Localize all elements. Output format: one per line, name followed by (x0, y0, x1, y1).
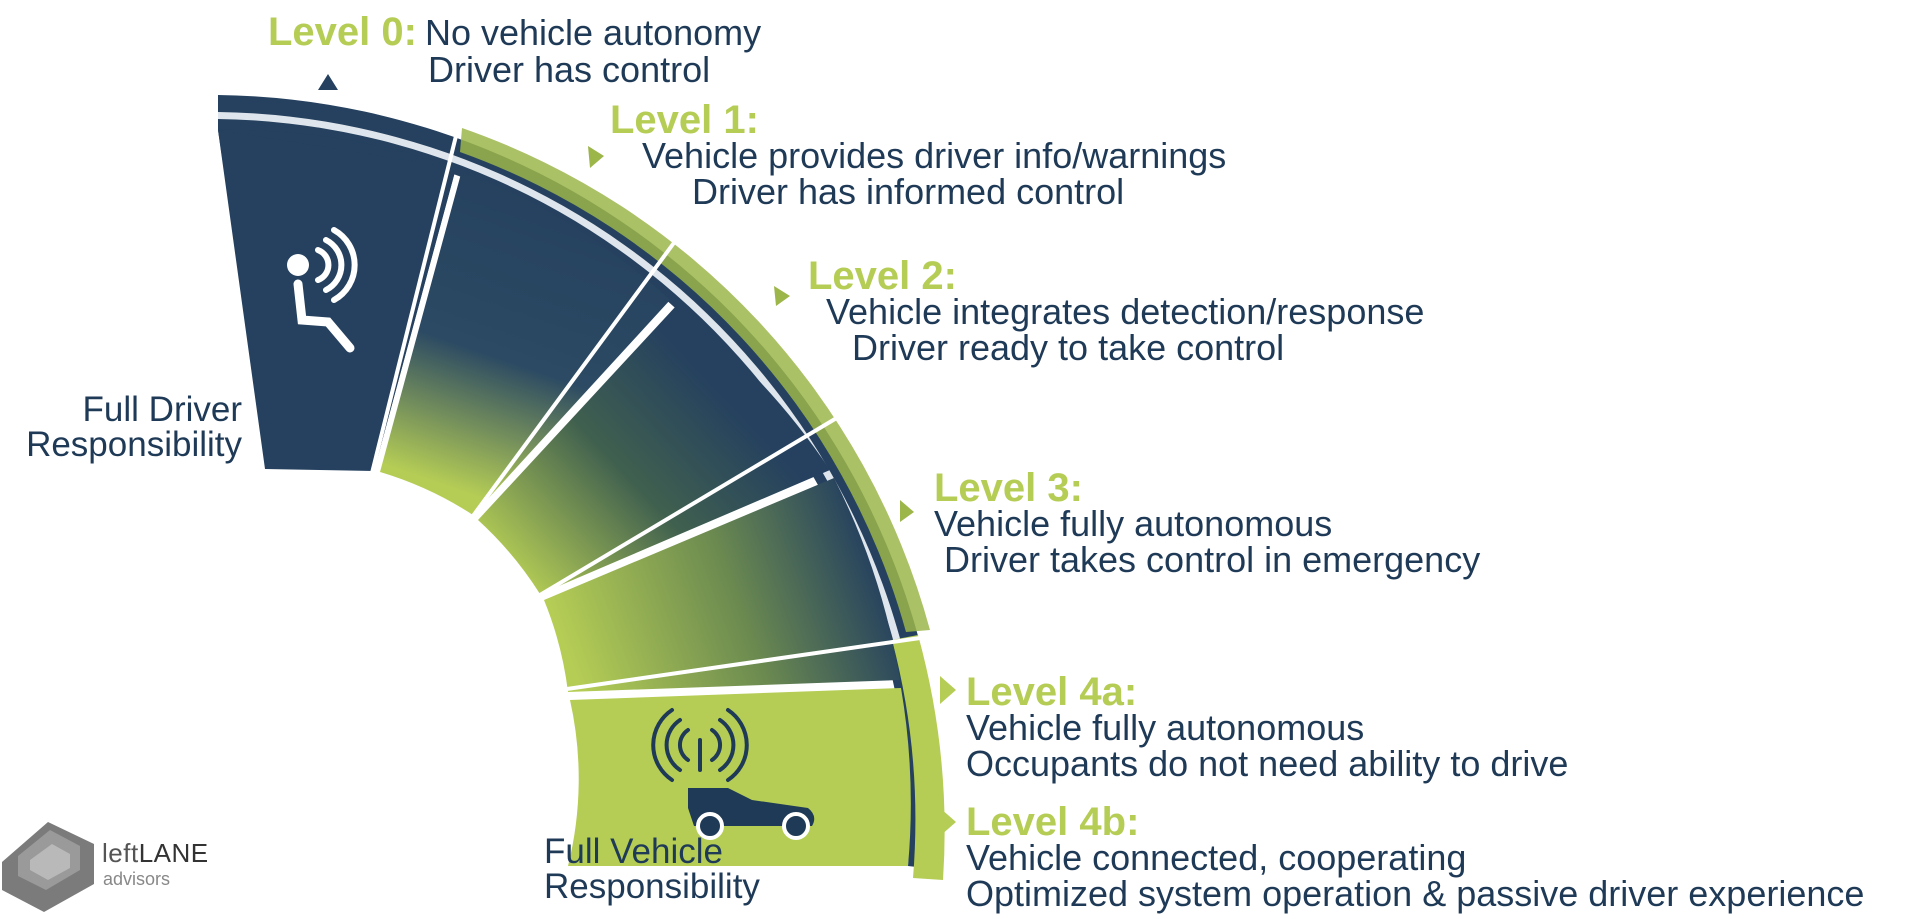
level-2-text: Level 2: Vehicle integrates detection/re… (808, 256, 1424, 366)
autonomous-car-icon (651, 708, 815, 840)
tick-level-0 (318, 74, 338, 90)
rim-lime-2 (892, 635, 945, 880)
level-4a-heading: Level 4a: (966, 670, 1138, 714)
side-vehicle-line2: Responsibility (544, 867, 760, 906)
segment-level-4a (544, 478, 900, 692)
level-4b-line1: Vehicle connected, cooperating (966, 837, 1467, 878)
logo-prefix: left (102, 838, 139, 868)
tick-level-4a (940, 676, 956, 704)
full-vehicle-responsibility-label: Full Vehicle Responsibility (544, 834, 760, 904)
level-3-line2: Driver takes control in emergency (944, 539, 1481, 580)
level-2-line1: Vehicle integrates detection/response (826, 291, 1425, 332)
level-2-line2: Driver ready to take control (852, 327, 1285, 368)
level-0-heading: Level 0: (268, 10, 417, 54)
level-4a-line2: Occupants do not need ability to drive (966, 743, 1569, 784)
level-4b-line2: Optimized system operation & passive dri… (966, 873, 1865, 914)
level-0-text: Level 0:No vehicle autonomy Driver has c… (268, 12, 761, 88)
level-0-line2: Driver has control (428, 49, 711, 90)
logo-cube-icon (2, 822, 94, 912)
level-1-text: Level 1: Vehicle provides driver info/wa… (610, 100, 1226, 210)
side-driver-line2: Responsibility (26, 425, 242, 464)
level-3-heading: Level 3: (934, 466, 1083, 510)
level-4b-text: Level 4b: Vehicle connected, cooperating… (966, 802, 1864, 912)
full-driver-responsibility-label: Full Driver Responsibility (6, 392, 242, 462)
tick-level-3 (900, 500, 914, 522)
level-3-text: Level 3: Vehicle fully autonomous Driver… (934, 468, 1480, 578)
segment-level-3 (478, 306, 830, 594)
logo-subtitle: advisors (103, 869, 171, 889)
tick-level-2 (774, 286, 790, 306)
driver-signal-icon (287, 227, 358, 353)
level-2-heading: Level 2: (808, 254, 957, 298)
level-4a-text: Level 4a: Vehicle fully autonomous Occup… (966, 672, 1568, 782)
tick-level-4b (940, 808, 956, 836)
logo-wordmark: leftLANE (102, 838, 209, 869)
level-0-line1: No vehicle autonomy (424, 12, 762, 53)
level-4a-line1: Vehicle fully autonomous (966, 707, 1365, 748)
side-driver-line1: Full Driver (82, 390, 242, 429)
level-1-line1: Vehicle provides driver info/warnings (642, 135, 1227, 176)
level-1-line2: Driver has informed control (692, 171, 1125, 212)
segment-level-2 (380, 170, 670, 515)
level-4b-heading: Level 4b: (966, 800, 1140, 844)
logo-suffix: LANE (138, 838, 209, 868)
level-3-line1: Vehicle fully autonomous (934, 503, 1333, 544)
level-1-heading: Level 1: (610, 98, 759, 142)
side-vehicle-line1: Full Vehicle (544, 832, 723, 871)
tick-level-1 (588, 146, 604, 168)
